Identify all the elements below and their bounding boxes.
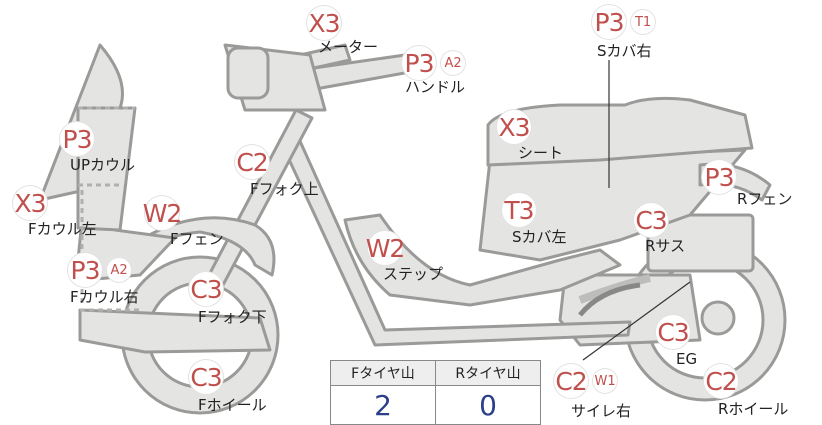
part-label-seat: シート xyxy=(518,144,564,162)
part-badge-up-cowl: P3 xyxy=(60,122,94,156)
condition-code: C2 xyxy=(235,145,269,179)
table-header-front-tire: Fタイヤ山 xyxy=(330,360,436,386)
floor-step-shape xyxy=(343,213,622,307)
condition-code: C2 xyxy=(704,364,738,398)
part-label-muffler-right: サイレ右 xyxy=(571,402,632,420)
condition-subcode: T1 xyxy=(631,10,656,34)
condition-code: P3 xyxy=(592,5,626,39)
part-label-f-wheel: Fホイール xyxy=(198,396,267,414)
part-label-side-cover-right: Sカバ右 xyxy=(597,42,652,60)
condition-code: C2 xyxy=(554,364,588,398)
part-badge-step: W2 xyxy=(366,231,405,265)
part-label-f-cowl-right: Fカウル右 xyxy=(70,288,139,306)
condition-subcode: W1 xyxy=(593,369,618,393)
condition-code: C3 xyxy=(634,203,668,237)
part-badge-f-fork-lower: C3 xyxy=(189,272,223,306)
condition-code: P3 xyxy=(60,122,94,156)
condition-code: X3 xyxy=(497,110,531,144)
condition-subcode: A2 xyxy=(107,258,132,282)
condition-code: W2 xyxy=(143,196,182,230)
part-label-up-cowl: UPカウル xyxy=(70,156,136,174)
part-badge-r-wheel: C2 xyxy=(704,364,738,398)
part-badge-meter: X3 xyxy=(307,6,341,40)
table-header-rear-tire: Rタイヤ山 xyxy=(435,360,541,386)
part-label-r-suspension: Rサス xyxy=(645,237,686,255)
condition-code: C3 xyxy=(189,272,223,306)
part-label-f-fork-lower: Fフォク下 xyxy=(198,308,267,326)
part-badge-engine: C3 xyxy=(656,315,690,349)
part-label-f-fender: Fフェン xyxy=(170,230,224,248)
condition-code: C3 xyxy=(189,360,223,394)
part-badge-f-fender: W2 xyxy=(143,196,182,230)
condition-code: P3 xyxy=(702,160,736,194)
part-label-handle: ハンドル xyxy=(405,78,466,96)
part-label-engine: EG xyxy=(676,350,698,368)
condition-code: T3 xyxy=(502,193,536,227)
lower-cowl-shape xyxy=(78,308,272,354)
part-badge-f-cowl-left: X3 xyxy=(13,186,47,220)
condition-code: P3 xyxy=(68,253,102,287)
tire-tread-table: Fタイヤ山 Rタイヤ山 2 0 xyxy=(330,360,541,425)
part-badge-f-wheel: C3 xyxy=(189,360,223,394)
condition-subcode: A2 xyxy=(441,51,466,75)
front-fender-shape xyxy=(138,216,276,277)
part-badge-muffler-right: C2 W1 xyxy=(554,364,618,398)
condition-code: P3 xyxy=(402,46,436,80)
part-label-f-cowl-left: Fカウル左 xyxy=(28,220,97,238)
part-badge-side-cover-left: T3 xyxy=(502,193,536,227)
part-badge-r-suspension: C3 xyxy=(634,203,668,237)
rear-shock-shape xyxy=(646,213,755,273)
condition-code: W2 xyxy=(366,231,405,265)
part-label-r-fender: Rフェン xyxy=(737,190,793,208)
part-label-r-wheel: Rホイール xyxy=(718,400,789,418)
part-badge-f-fork-upper: C2 xyxy=(235,145,269,179)
part-label-side-cover-left: Sカバ左 xyxy=(512,228,567,246)
part-label-meter: メーター xyxy=(318,38,379,56)
table-row: 2 0 xyxy=(330,385,541,425)
part-label-f-fork-upper: Fフォク上 xyxy=(250,180,319,198)
table-header-row: Fタイヤ山 Rタイヤ山 xyxy=(330,360,541,386)
part-label-step: ステップ xyxy=(383,265,444,283)
condition-code: C3 xyxy=(656,315,690,349)
rear-tire-value: 0 xyxy=(435,385,541,425)
part-badge-seat: X3 xyxy=(497,110,531,144)
part-badge-r-fender: P3 xyxy=(702,160,736,194)
part-badge-handle: P3 A2 xyxy=(402,46,466,80)
condition-code: X3 xyxy=(13,186,47,220)
condition-code: X3 xyxy=(307,6,341,40)
front-tire-value: 2 xyxy=(330,385,436,425)
part-badge-side-cover-right: P3 T1 xyxy=(592,5,656,39)
part-badge-f-cowl-right: P3 A2 xyxy=(68,253,132,287)
